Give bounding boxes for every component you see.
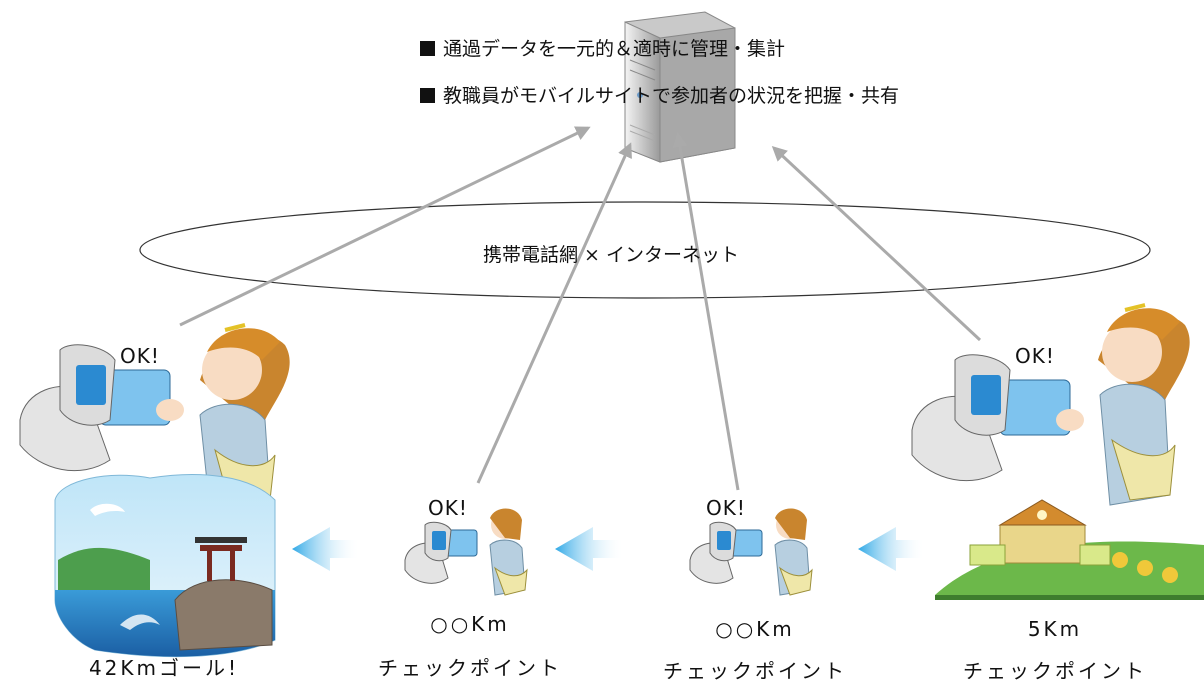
server-bullet-text-1: 通過データを一元的＆適時に管理・集計 bbox=[443, 38, 786, 60]
server-bullet-text-2: 教職員がモバイルサイトで参加者の状況を把握・共有 bbox=[443, 85, 900, 107]
checkpoint-3-distance: ○○Km bbox=[715, 617, 795, 641]
flow-arrows bbox=[292, 527, 925, 571]
goal-scenery-illustration bbox=[54, 474, 276, 658]
ok-label-large-right: OK! bbox=[1015, 344, 1055, 368]
checkpoint-2-caption: チェックポイント bbox=[378, 656, 562, 680]
network-label: 携帯電話網 × インターネット bbox=[483, 244, 739, 266]
checkpoint-3-caption: チェックポイント bbox=[663, 659, 847, 683]
ok-label-large-left: OK! bbox=[120, 344, 160, 368]
checkpoint-2-distance: ○○Km bbox=[430, 612, 510, 636]
participant-small-mid-right bbox=[689, 508, 813, 596]
server-icon bbox=[624, 11, 736, 163]
server-bullet-1: 通過データを一元的＆適時に管理・集計 bbox=[420, 34, 785, 61]
server-bullet-2: 教職員がモバイルサイトで参加者の状況を把握・共有 bbox=[420, 81, 899, 108]
upload-arrows bbox=[179, 126, 982, 491]
checkpoint-goal-distance: 42Kmゴール! bbox=[88, 656, 240, 680]
square-bullet-icon bbox=[420, 41, 435, 56]
checkpoint-4-caption: チェックポイント bbox=[963, 659, 1147, 683]
start-scenery-illustration bbox=[935, 499, 1204, 600]
checkpoint-4-distance: 5Km bbox=[1027, 617, 1083, 641]
network-ellipse bbox=[139, 201, 1151, 299]
ok-label-small-mid-right: OK! bbox=[706, 496, 746, 520]
participant-large-right bbox=[911, 303, 1190, 506]
participant-small-mid-left bbox=[404, 508, 528, 596]
ok-label-small-mid-left: OK! bbox=[428, 496, 468, 520]
square-bullet-icon bbox=[420, 88, 435, 103]
